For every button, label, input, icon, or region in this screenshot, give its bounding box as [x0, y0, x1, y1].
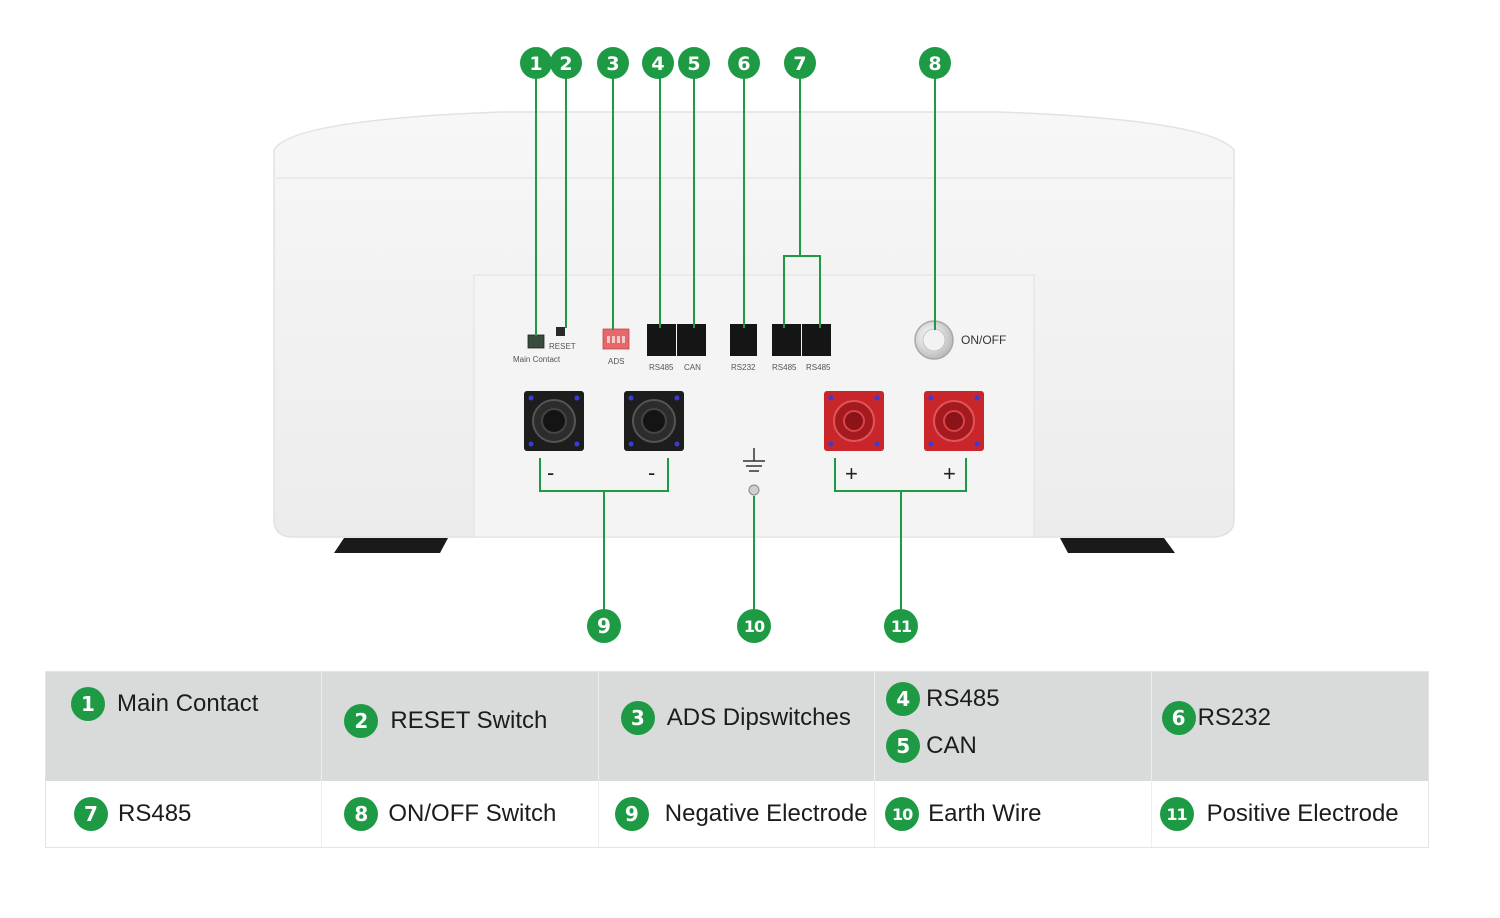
- right-foot: [1060, 538, 1175, 553]
- legend-row-2: 7 RS485 8 ON/OFF Switch 9 Negative Elect…: [46, 781, 1428, 847]
- legend-item-negative-electrode: 9 Negative Electrode: [614, 797, 868, 831]
- rs232-port: [730, 324, 757, 356]
- svg-text:9: 9: [597, 614, 611, 638]
- callout-leader-lines: [535, 78, 967, 610]
- legend-cell: 6 RS232: [1152, 672, 1428, 781]
- port-label-main-contact: Main Contact: [513, 355, 561, 364]
- legend-label: RS485: [926, 685, 1000, 712]
- negative-sign-2: -: [648, 460, 655, 485]
- callout-badge-7: 7: [784, 47, 816, 79]
- negative-sign-1: -: [547, 460, 554, 485]
- legend-number-badge: 2: [344, 704, 379, 738]
- legend-number-badge: 1: [71, 687, 105, 721]
- can-port-5: [677, 324, 706, 356]
- legend-cell: 11 Positive Electrode: [1152, 781, 1428, 847]
- legend-item-ads-dipswitches: 3 ADS Dipswitches: [620, 701, 851, 735]
- main-contact-port: [527, 334, 545, 349]
- legend-item-rs232: 6 RS232: [1161, 701, 1271, 735]
- legend-item-can: 5 CAN: [886, 729, 977, 763]
- legend-cell: 1 Main Contact: [46, 672, 323, 781]
- callout-badge-11: 11: [884, 609, 918, 643]
- legend-item-rs485-pair: 7 RS485: [74, 797, 191, 831]
- reset-button: [556, 327, 565, 336]
- legend-cell: 9 Negative Electrode: [599, 781, 876, 847]
- legend-cell: 10 Earth Wire: [875, 781, 1152, 847]
- legend-item-main-contact: 1 Main Contact: [71, 687, 258, 721]
- legend-label: CAN: [926, 732, 977, 759]
- svg-text:10: 10: [744, 617, 765, 636]
- legend-item-rs485: 4 RS485: [886, 682, 1000, 716]
- legend-number-badge: 3: [620, 701, 655, 735]
- callout-badge-1: 1: [520, 47, 552, 79]
- port-label-can: CAN: [684, 363, 701, 372]
- port-label-rs485-4: RS485: [649, 363, 674, 372]
- port-label-rs485-7b: RS485: [806, 363, 831, 372]
- callout-badge-5: 5: [678, 47, 710, 79]
- negative-terminal-2: [624, 391, 684, 451]
- legend-cell: 2 RESET Switch: [322, 672, 599, 781]
- svg-text:5: 5: [687, 53, 700, 75]
- svg-text:11: 11: [891, 617, 912, 636]
- legend-item-earth-wire: 10 Earth Wire: [885, 797, 1042, 831]
- port-label-rs485-7a: RS485: [772, 363, 797, 372]
- port-label-rs232: RS232: [731, 363, 756, 372]
- legend-item-on-off-switch: 8 ON/OFF Switch: [344, 797, 556, 831]
- legend-cell: 3 ADS Dipswitches: [599, 672, 876, 781]
- legend-label: ADS Dipswitches: [666, 704, 851, 731]
- callout-badge-2: 2: [550, 47, 582, 79]
- callout-badge-3: 3: [597, 47, 629, 79]
- positive-sign-1: +: [845, 461, 858, 486]
- legend-label: Main Contact: [117, 690, 259, 717]
- legend-label: Earth Wire: [928, 800, 1042, 827]
- legend-cell: 4 RS485 5 CAN: [875, 672, 1152, 781]
- rs485-port-7a: [772, 324, 801, 356]
- svg-text:1: 1: [529, 53, 542, 75]
- legend-item-positive-electrode: 11 Positive Electrode: [1159, 797, 1399, 831]
- port-label-ads: ADS: [608, 357, 624, 366]
- positive-sign-2: +: [943, 461, 956, 486]
- legend-item-reset-switch: 2 RESET Switch: [344, 704, 547, 738]
- legend-label: Negative Electrode: [664, 800, 868, 827]
- earth-screw: [748, 484, 760, 496]
- legend-label: RS485: [118, 800, 192, 827]
- legend-number-badge: 10: [885, 797, 920, 831]
- legend-cell: 7 RS485: [46, 781, 323, 847]
- earth-ground-icon: [743, 448, 765, 472]
- ads-dipswitch: [602, 328, 630, 350]
- legend-number-badge: 7: [74, 797, 108, 831]
- rs485-port-7b: [802, 324, 831, 356]
- legend-label: RESET Switch: [390, 707, 548, 734]
- positive-terminal-1: [824, 391, 884, 451]
- legend-number-badge: 11: [1159, 797, 1194, 831]
- legend-cell: 8 ON/OFF Switch: [322, 781, 599, 847]
- legend-label: Positive Electrode: [1206, 800, 1399, 827]
- callout-badge-8: 8: [919, 47, 951, 79]
- legend-label: ON/OFF Switch: [388, 800, 557, 827]
- callout-badge-4: 4: [642, 47, 674, 79]
- port-label-on-off: ON/OFF: [961, 333, 1006, 347]
- port-label-reset: RESET: [549, 342, 576, 351]
- legend-number-badge: 5: [886, 729, 921, 763]
- negative-terminal-1: [524, 391, 584, 451]
- positive-terminal-2: [924, 391, 984, 451]
- legend-table: 1 Main Contact 2 RESET Switch 3 ADS Dips…: [45, 671, 1429, 848]
- svg-text:2: 2: [559, 53, 572, 75]
- svg-text:4: 4: [651, 53, 664, 75]
- legend-row-1: 1 Main Contact 2 RESET Switch 3 ADS Dips…: [46, 672, 1428, 781]
- svg-text:3: 3: [606, 53, 619, 75]
- left-foot: [334, 538, 448, 553]
- svg-text:7: 7: [793, 53, 806, 75]
- battery-back-panel-diagram: RESET Main Contact ADS RS485 CAN RS232 R…: [273, 47, 1235, 643]
- callout-badge-9: 9: [587, 609, 621, 643]
- svg-text:8: 8: [928, 53, 941, 75]
- callout-badge-6: 6: [728, 47, 760, 79]
- rs485-port-4: [647, 324, 676, 356]
- legend-number-badge: 9: [614, 797, 649, 831]
- legend-number-badge: 8: [344, 797, 379, 831]
- svg-text:6: 6: [737, 53, 750, 75]
- callout-badge-10: 10: [737, 609, 771, 643]
- legend-number-badge: 6: [1161, 701, 1196, 735]
- legend-number-badge: 4: [886, 682, 921, 716]
- legend-label: RS232: [1197, 704, 1271, 731]
